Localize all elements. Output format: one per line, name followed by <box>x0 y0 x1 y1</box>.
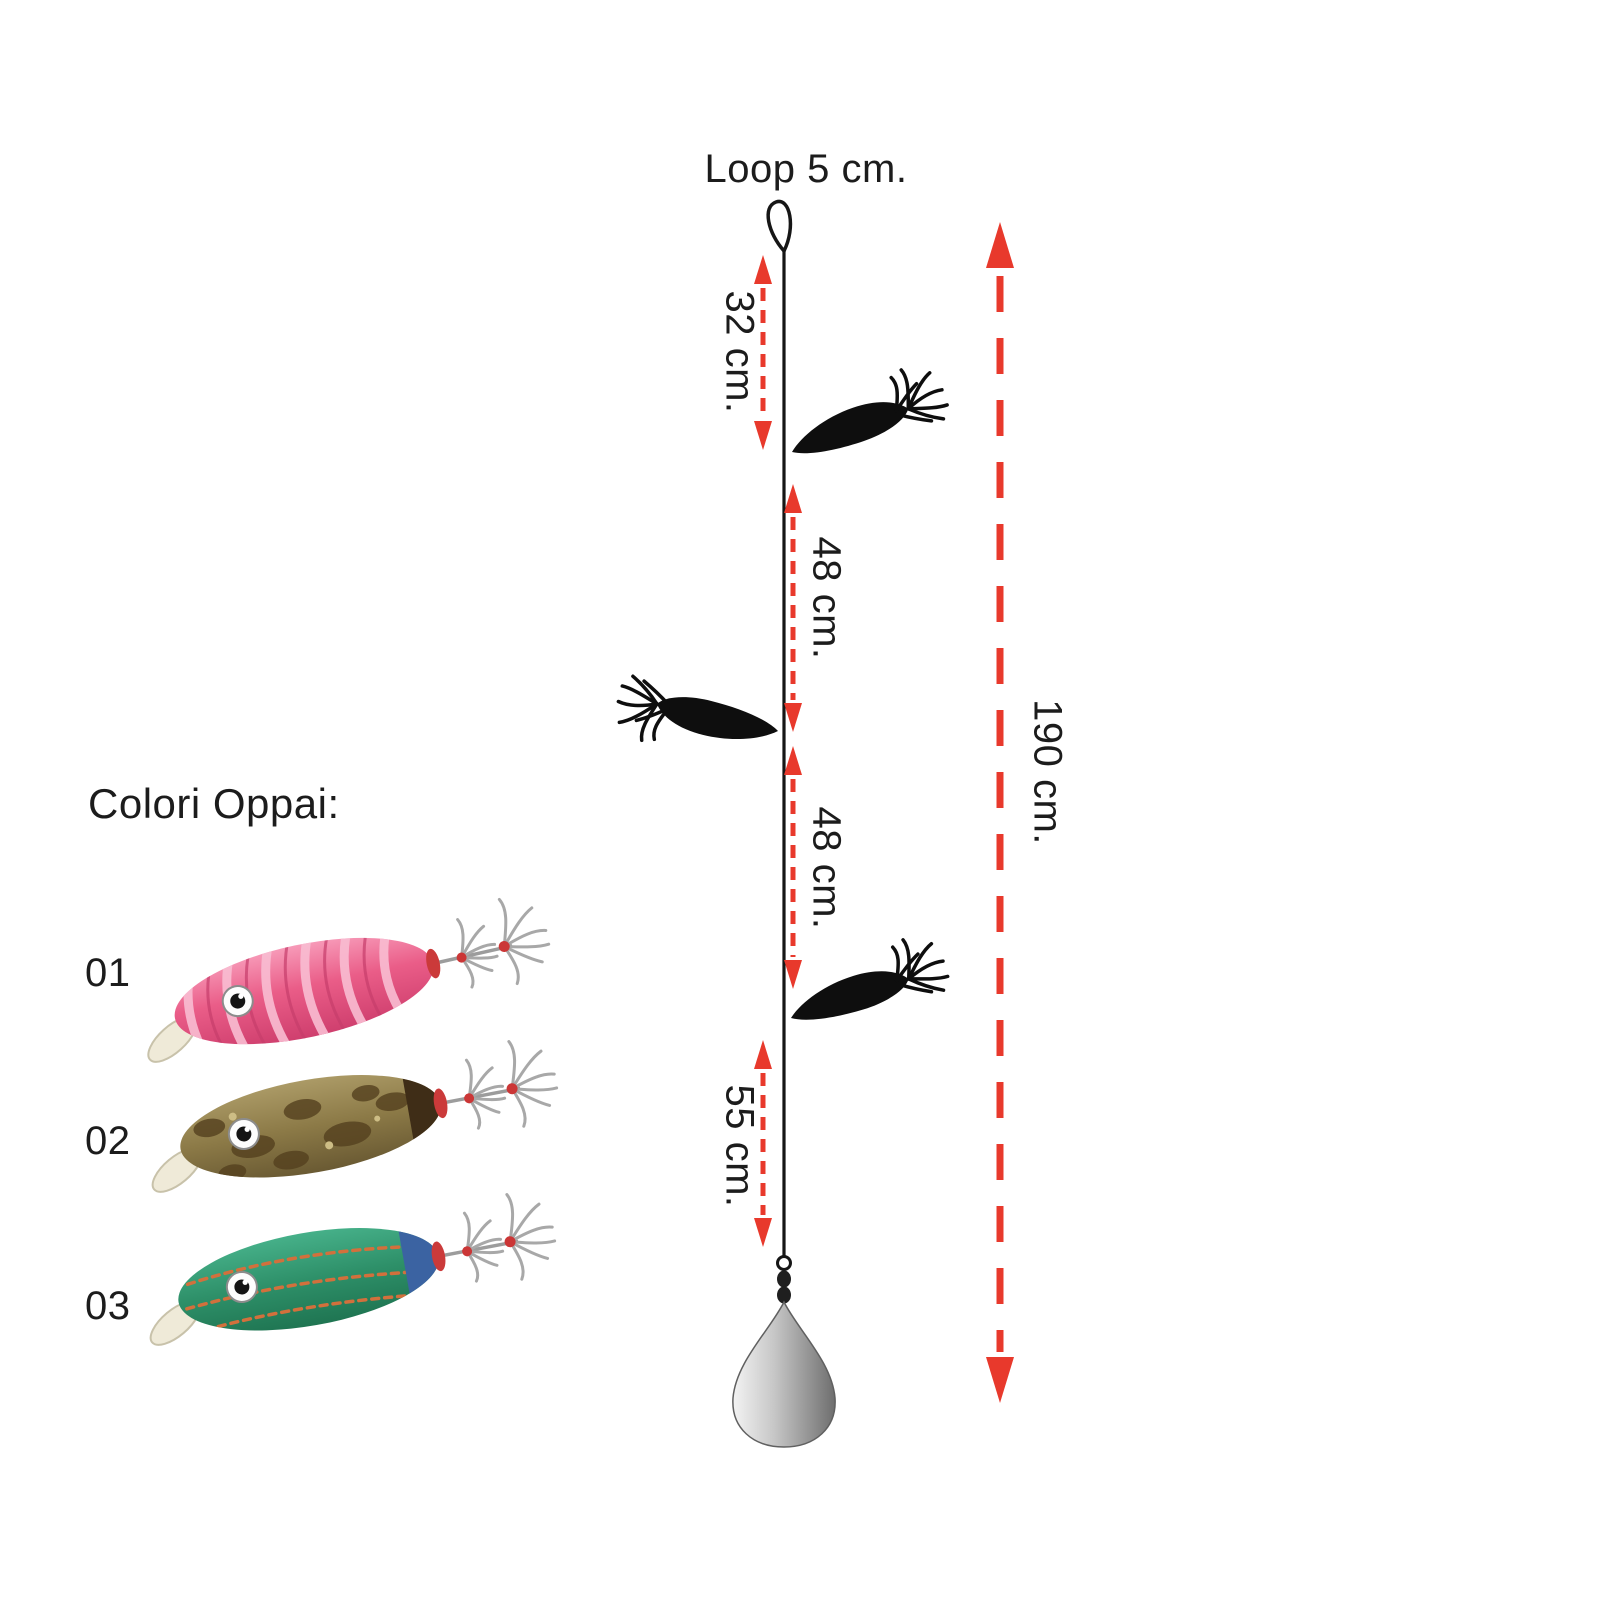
jig-thread-wrap <box>431 1241 446 1272</box>
arrowhead-down-icon <box>754 421 772 450</box>
measure-label-48a: 48 cm. <box>804 536 848 659</box>
jig-eye-glint <box>242 1279 248 1285</box>
jig-hook-crown-outer <box>487 889 557 988</box>
teardrop-sinker <box>732 1300 836 1448</box>
squid-jig-silhouette-middle <box>608 672 785 774</box>
arrowhead-down-icon <box>784 703 802 732</box>
squid-jig-color-02 <box>151 1033 564 1193</box>
swivel-ring-icon <box>776 1255 792 1271</box>
arrowhead-up-icon <box>754 255 772 284</box>
arrowhead-down-icon <box>986 1357 1014 1403</box>
line-loop <box>766 199 793 253</box>
measure-arrow-48a <box>784 484 802 732</box>
arrowhead-up-icon <box>754 1040 772 1069</box>
measure-label-55: 55 cm. <box>717 1084 761 1207</box>
jig-eye-glint <box>238 993 244 999</box>
colors-heading: Colori Oppai: <box>88 780 340 827</box>
squid-jig-color-03 <box>149 1186 562 1346</box>
arrowhead-up-icon <box>784 484 802 513</box>
arrowhead-up-icon <box>986 222 1014 268</box>
color-code-01: 01 <box>85 951 131 995</box>
color-code-02: 02 <box>85 1119 131 1163</box>
measure-arrow-190 <box>986 222 1014 1403</box>
barrel-swivel <box>776 1255 792 1304</box>
swivel-bead <box>777 1270 791 1288</box>
jig-thread-wrap <box>433 1088 448 1119</box>
squid-jig-silhouette-top <box>776 357 953 471</box>
jig-body <box>178 1228 439 1331</box>
squid-jig-silhouette-bottom <box>776 928 953 1037</box>
color-code-03: 03 <box>85 1284 131 1328</box>
jig-shaft <box>436 1239 519 1259</box>
jig-shaft <box>438 1086 521 1106</box>
measure-arrow-32 <box>754 255 772 450</box>
jig-thread-wrap <box>426 948 441 979</box>
squid-jig-color-01 <box>147 889 557 1064</box>
arrowhead-down-icon <box>784 960 802 989</box>
jig-hook-crown-outer <box>495 1186 562 1283</box>
jig-shaft <box>430 944 513 966</box>
jig-hook-crown-outer <box>497 1033 564 1130</box>
measure-arrow-48b <box>784 746 802 989</box>
measure-label-32: 32 cm. <box>717 290 761 413</box>
swivel-bead <box>777 1286 791 1304</box>
loop-label: Loop 5 cm. <box>705 147 908 191</box>
measure-arrow-55 <box>754 1040 772 1247</box>
jig-eye-glint <box>244 1126 250 1132</box>
measure-label-190: 190 cm. <box>1025 699 1069 845</box>
arrowhead-down-icon <box>754 1218 772 1247</box>
arrowhead-up-icon <box>784 746 802 775</box>
measure-label-48b: 48 cm. <box>804 806 848 929</box>
